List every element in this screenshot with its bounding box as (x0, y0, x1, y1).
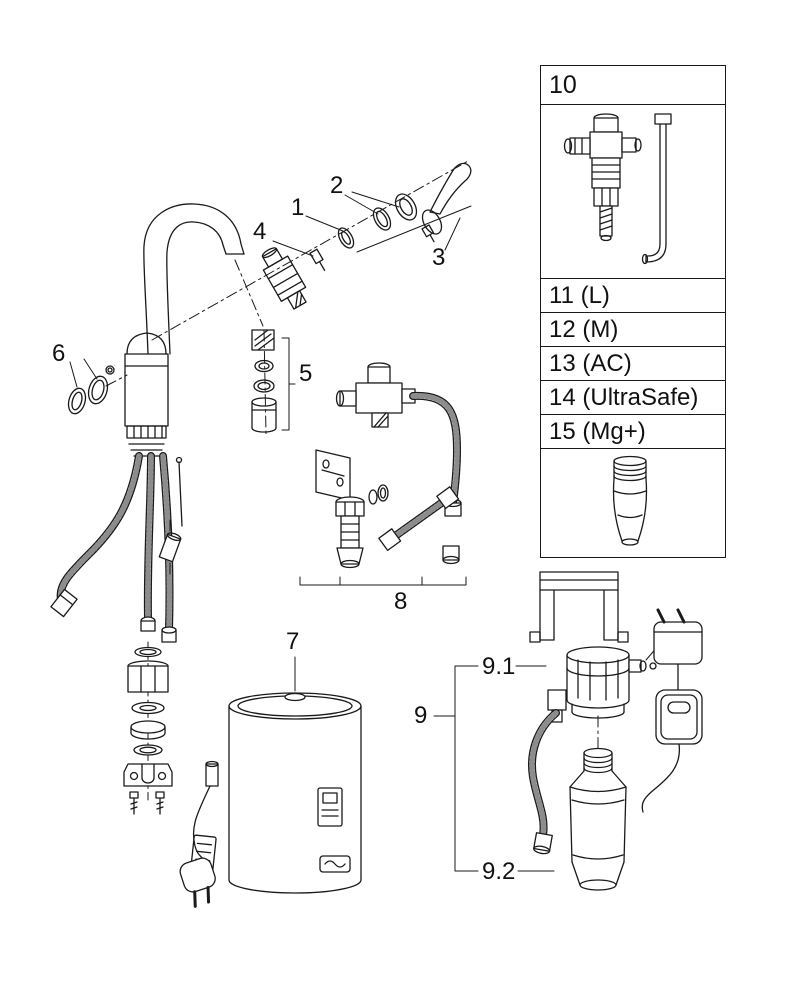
inline-pipe (641, 112, 672, 264)
panel-row-14: 14 (UltraSafe) (541, 381, 725, 415)
power-plug (179, 857, 216, 908)
small-filter-cartridge-art (612, 455, 647, 546)
handle-lever (421, 162, 472, 235)
panel-label-15: 15 (Mg+) (549, 417, 646, 445)
callout-8: 8 (394, 588, 408, 615)
supply-hoses (50, 456, 183, 643)
callout-9-1: 9.1 (482, 653, 516, 680)
callout-2: 2 (330, 172, 344, 199)
fastener-parts (309, 193, 435, 271)
panel-row-15: 15 (Mg+) (541, 415, 725, 449)
faucet-spout (143, 203, 245, 355)
spare-parts-panel: 10 (540, 65, 726, 558)
faucet-body (124, 332, 169, 457)
explosion-axis-line (151, 160, 469, 341)
safety-valve (563, 112, 642, 241)
panel-row-11: 11 (L) (541, 279, 725, 313)
callout-6: 6 (52, 340, 66, 367)
safety-valve-art (563, 112, 672, 264)
callout-9: 9 (414, 702, 428, 729)
callout-leader-lines (272, 191, 472, 257)
callout-7: 7 (286, 628, 300, 655)
escutcheon-rings (67, 358, 128, 415)
wall-bracket (529, 571, 629, 643)
filter-cartridge (569, 747, 627, 891)
control-unit (641, 689, 703, 813)
callout-3: 3 (432, 244, 446, 271)
callout-5: 5 (299, 360, 313, 387)
callout-9-2: 9.2 (482, 858, 516, 885)
valve-hose-assembly (299, 362, 467, 586)
power-adapter (653, 608, 703, 691)
callout-9-bracket (433, 665, 555, 872)
panel-row-12: 12 (M) (541, 313, 725, 347)
safety-valve-drawing (541, 105, 725, 279)
small-filter-cartridge (612, 455, 647, 546)
valve-cartridge (261, 247, 307, 310)
water-heater-tank (189, 656, 362, 894)
small-filter-cartridge-drawing (541, 449, 725, 559)
filter-inlet-hose (532, 713, 556, 855)
panel-label-13: 13 (AC) (549, 349, 632, 377)
panel-label-10: 10 (549, 70, 577, 99)
panel-label-11: 11 (L) (549, 281, 610, 309)
spout-outlet-parts (234, 259, 296, 435)
mounting-hardware (123, 641, 173, 815)
filter-head (547, 645, 659, 749)
callout-4: 4 (253, 218, 267, 245)
panel-label-12: 12 (M) (549, 315, 619, 343)
panel-row-13: 13 (AC) (541, 347, 725, 381)
panel-label-14: 14 (UltraSafe) (549, 383, 699, 411)
callout-1: 1 (291, 194, 305, 221)
panel-row-10: 10 (541, 66, 725, 105)
